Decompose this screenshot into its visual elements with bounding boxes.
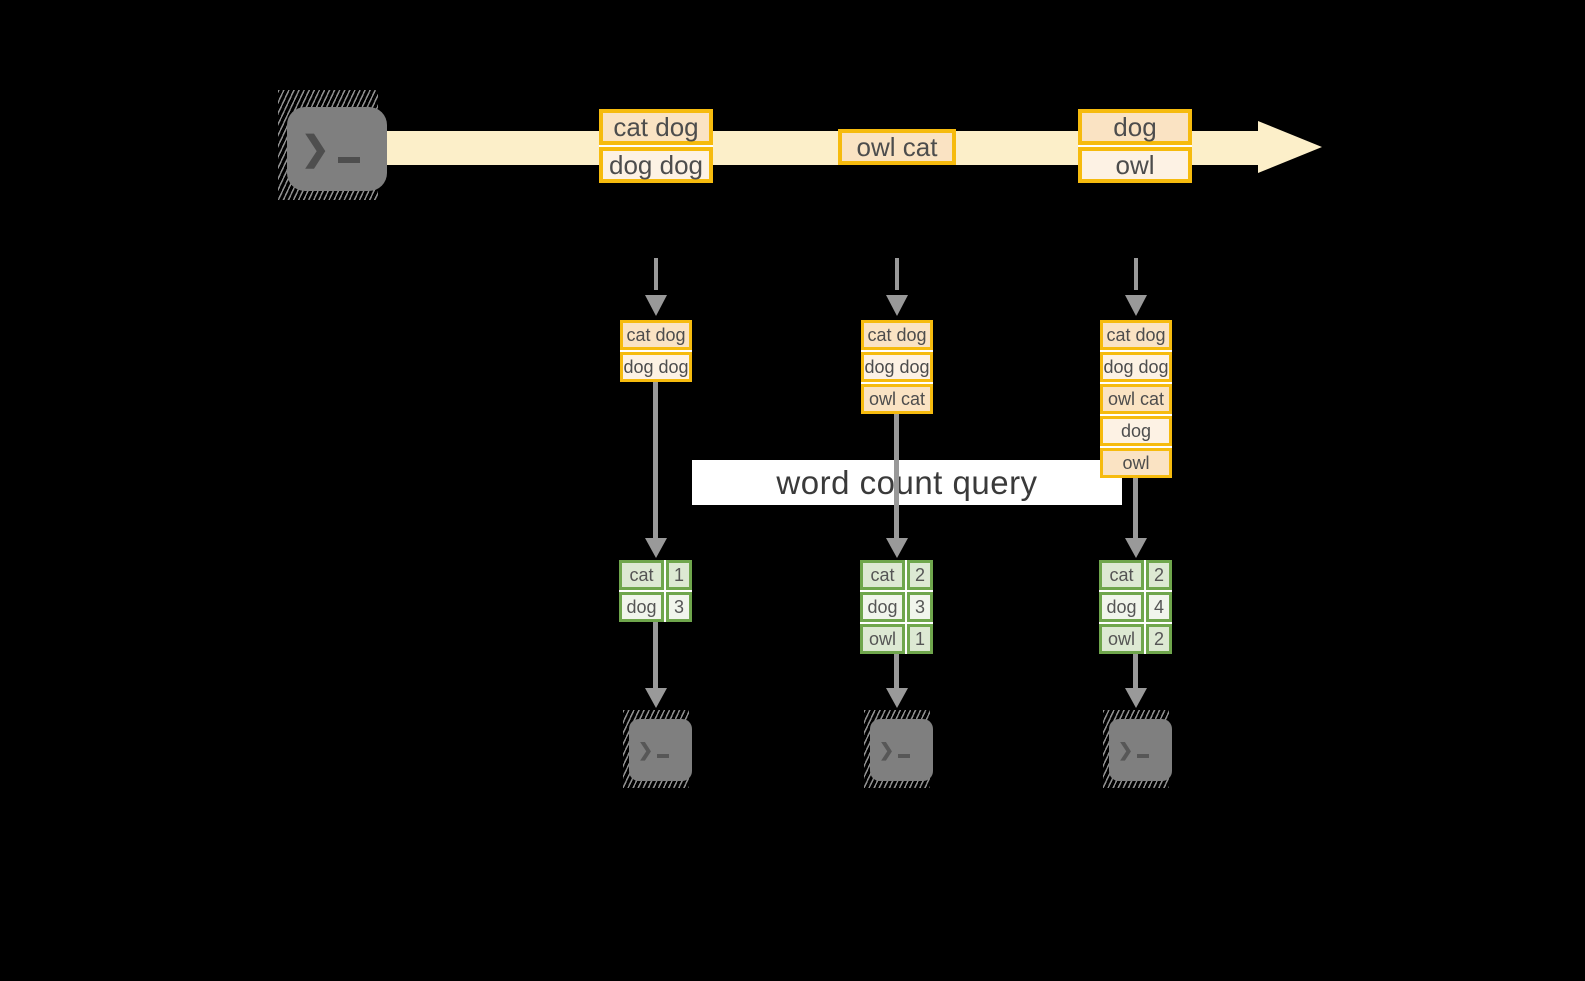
terminal-prompt-icon: ❯ [870, 719, 933, 781]
word-count-query-label: word count query [692, 460, 1122, 505]
terminal-cursor-icon [337, 157, 360, 163]
stream-arrowhead-icon [1258, 121, 1322, 173]
connector-line [653, 622, 658, 688]
count-cell: 2 [1146, 624, 1172, 654]
count-cell: 2 [907, 560, 933, 590]
state-line: owl cat [861, 384, 933, 414]
state-line: cat dog [861, 320, 933, 350]
state-buffer-2: cat dog dog dog owl cat [861, 320, 933, 414]
stream-event-line: owl cat [838, 129, 956, 165]
arrowhead-icon [645, 538, 667, 558]
terminal-chevron-icon: ❯ [301, 130, 330, 168]
arrowhead-icon [1125, 688, 1147, 708]
terminal-prompt-icon: ❯ [629, 719, 692, 781]
word-cell: owl [860, 624, 905, 654]
state-line: owl cat [1100, 384, 1172, 414]
count-cell: 1 [907, 624, 933, 654]
state-line: dog dog [861, 352, 933, 382]
stream-event-line: dog dog [599, 147, 713, 183]
count-cell: 3 [666, 592, 692, 622]
stream-event-line: dog [1078, 109, 1192, 145]
stream-event-2: owl cat [838, 129, 956, 165]
terminal-chevron-icon: ❯ [1118, 739, 1134, 760]
terminal-chevron-icon: ❯ [879, 739, 895, 760]
word-cell: dog [619, 592, 664, 622]
word-cell: owl [1099, 624, 1144, 654]
stream-event-line: owl [1078, 147, 1192, 183]
terminal-prompt-icon: ❯ [1109, 719, 1172, 781]
dashed-arrow-icon [886, 258, 908, 316]
state-line: dog dog [620, 352, 692, 382]
count-cell: 2 [1146, 560, 1172, 590]
dashed-arrow-icon [1125, 258, 1147, 316]
sink-terminal-icon: ❯ [623, 710, 692, 788]
terminal-cursor-icon [898, 754, 911, 758]
word-cell: dog [860, 592, 905, 622]
state-buffer-3: cat dog dog dog owl cat dog owl [1100, 320, 1172, 478]
arrowhead-icon [645, 688, 667, 708]
dashed-arrow-icon [645, 258, 667, 316]
word-cell: cat [1099, 560, 1144, 590]
sink-terminal-icon: ❯ [864, 710, 933, 788]
count-table-2: cat 2 dog 3 owl 1 [860, 560, 933, 654]
stream-event-1: cat dog dog dog [599, 109, 713, 183]
count-cell: 4 [1146, 592, 1172, 622]
arrowhead-icon [886, 688, 908, 708]
state-line: dog [1100, 416, 1172, 446]
state-line: owl [1100, 448, 1172, 478]
source-terminal-icon: ❯ [278, 90, 387, 200]
connector-line [894, 654, 899, 688]
arrowhead-icon [886, 538, 908, 558]
state-line: cat dog [1100, 320, 1172, 350]
connector-line [1133, 654, 1138, 688]
terminal-cursor-icon [657, 754, 670, 758]
terminal-cursor-icon [1137, 754, 1150, 758]
state-buffer-1: cat dog dog dog [620, 320, 692, 382]
count-table-3: cat 2 dog 4 owl 2 [1099, 560, 1172, 654]
stream-event-line: cat dog [599, 109, 713, 145]
state-line: dog dog [1100, 352, 1172, 382]
terminal-prompt-icon: ❯ [287, 107, 387, 191]
connector-line [894, 414, 899, 538]
count-table-1: cat 1 dog 3 [619, 560, 692, 622]
connector-line [653, 382, 658, 538]
arrowhead-icon [1125, 538, 1147, 558]
terminal-chevron-icon: ❯ [638, 739, 654, 760]
count-cell: 1 [666, 560, 692, 590]
word-cell: cat [860, 560, 905, 590]
count-cell: 3 [907, 592, 933, 622]
sink-terminal-icon: ❯ [1103, 710, 1172, 788]
word-cell: cat [619, 560, 664, 590]
state-line: cat dog [620, 320, 692, 350]
word-cell: dog [1099, 592, 1144, 622]
stream-event-3: dog owl [1078, 109, 1192, 183]
connector-line [1133, 478, 1138, 538]
